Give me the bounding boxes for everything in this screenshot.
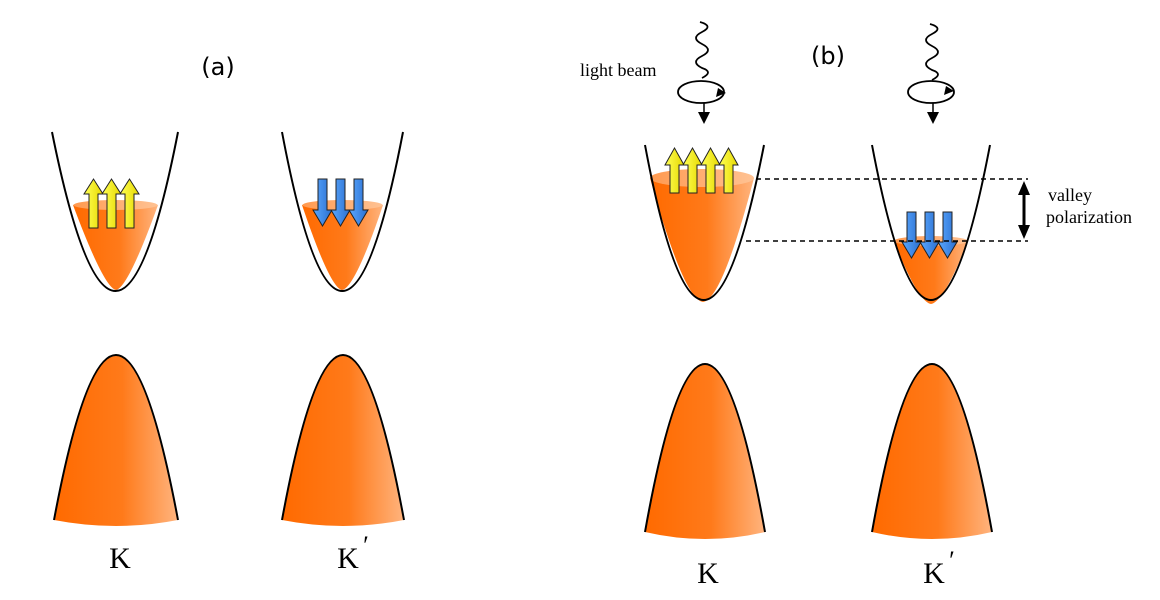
- panel-a: (a): [51, 53, 405, 575]
- valence-band-curve: [644, 363, 766, 533]
- arrow-up-head-icon: [1018, 181, 1030, 195]
- light-beam-k: [677, 21, 726, 124]
- spin-down-arrow: [937, 211, 958, 259]
- valence-band-fill: [645, 364, 765, 539]
- panel-a-label: (a): [201, 53, 234, 81]
- panel-b-kprime-valence-band: [871, 363, 993, 539]
- valley-polarization-label-line1: valley: [1048, 185, 1092, 205]
- light-beam-label: light beam: [580, 60, 656, 80]
- conduction-band-curve: [281, 131, 404, 292]
- valley-polarization-arrow: [1018, 181, 1030, 239]
- valence-band-fill: [54, 355, 178, 526]
- valence-band-curve: [53, 354, 179, 521]
- spin-down-arrows: [901, 211, 958, 259]
- spin-up-arrow: [83, 178, 104, 229]
- photon-wave-icon: [925, 23, 939, 81]
- spin-up-arrows: [664, 146, 739, 194]
- panel-b-kprime-label: K: [923, 557, 945, 590]
- spin-down-arrow: [901, 211, 922, 259]
- spin-down-arrow: [312, 178, 333, 227]
- conduction-band-fill: [650, 174, 754, 302]
- conduction-band-curve: [644, 144, 765, 301]
- panel-b-prime-mark: ′: [949, 546, 955, 575]
- spin-up-arrow: [119, 178, 140, 229]
- valley-polarization-label-line2: polarization: [1046, 207, 1132, 227]
- panel-b-k-conduction-band: [644, 144, 765, 302]
- panel-a-kprime-valence-band: [281, 354, 405, 526]
- panel-a-k-label: K: [109, 542, 131, 575]
- panel-a-kprime-label: K: [337, 542, 359, 575]
- panel-b-k-valence-band: [644, 363, 766, 539]
- polarization-arrowhead-icon: [944, 86, 954, 95]
- panel-b-label: (b): [811, 42, 845, 70]
- panel-a-prime-mark: ′: [363, 531, 369, 560]
- polarization-arrowhead-icon: [716, 88, 726, 97]
- spin-down-arrow: [330, 178, 351, 227]
- valence-band-curve: [281, 354, 405, 521]
- spin-down-arrows: [312, 178, 369, 227]
- circular-polarization-icon: [907, 80, 955, 104]
- photon-wave-icon: [695, 21, 709, 79]
- spin-up-arrow: [664, 146, 685, 194]
- valence-band-fill: [282, 355, 404, 526]
- spin-down-arrow: [348, 178, 369, 227]
- conduction-band-curve: [871, 144, 991, 301]
- conduction-band-curve: [51, 131, 179, 292]
- spin-up-arrow: [700, 146, 721, 194]
- fermi-cap: [650, 169, 754, 187]
- valence-band-curve: [871, 363, 993, 533]
- panel-a-k-valence-band: [53, 354, 179, 526]
- panel-b-kprime-conduction-band: [871, 144, 991, 304]
- spin-up-arrow: [101, 178, 122, 229]
- circular-polarization-icon: [677, 80, 725, 104]
- panel-b-k-label: K: [697, 557, 719, 590]
- spin-down-arrow: [919, 211, 940, 259]
- arrow-down-head-icon: [1018, 225, 1030, 239]
- spin-up-arrow: [682, 146, 703, 194]
- spin-up-arrows: [83, 178, 140, 229]
- panel-a-k-conduction-band: [51, 131, 179, 292]
- spin-up-arrow: [718, 146, 739, 194]
- panel-a-kprime-conduction-band: [281, 131, 404, 292]
- panel-b: (b) light beam: [580, 21, 1132, 590]
- valence-band-fill: [872, 364, 992, 539]
- light-beam-kprime: [907, 23, 955, 124]
